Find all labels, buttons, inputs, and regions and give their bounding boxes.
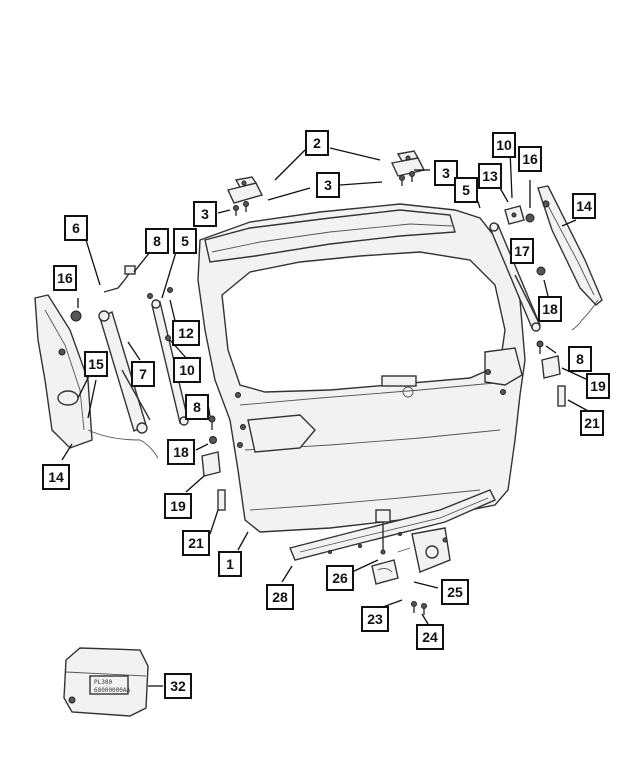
left-power-strut bbox=[151, 299, 189, 426]
callout-32: 32 bbox=[164, 673, 192, 699]
left-wedge bbox=[201, 451, 221, 477]
right-power-strut bbox=[489, 222, 541, 332]
right-ball-stud bbox=[536, 340, 544, 354]
callout-6: 6 bbox=[64, 215, 88, 241]
hinge-right bbox=[390, 150, 426, 177]
release-switch bbox=[375, 509, 391, 555]
left-fasteners bbox=[147, 287, 173, 341]
callout-18-right: 18 bbox=[538, 296, 562, 322]
callout-1: 1 bbox=[218, 551, 242, 577]
right-striker bbox=[557, 385, 566, 407]
callout-14-right: 14 bbox=[572, 193, 596, 219]
callout-8-left: 8 bbox=[185, 394, 209, 420]
callout-21-left: 21 bbox=[182, 530, 210, 556]
callout-23: 23 bbox=[361, 606, 389, 632]
callout-24: 24 bbox=[416, 624, 444, 650]
left-bumper bbox=[209, 436, 217, 444]
left-striker bbox=[217, 489, 226, 511]
liftgate-latch bbox=[397, 527, 451, 573]
right-wedge bbox=[541, 355, 561, 379]
callout-5-right: 5 bbox=[454, 177, 478, 203]
right-bracket bbox=[504, 205, 525, 225]
callout-10-right: 10 bbox=[492, 132, 516, 158]
callout-8-right: 8 bbox=[568, 346, 592, 372]
callout-19-left: 19 bbox=[164, 493, 192, 519]
liftgate-striker bbox=[371, 559, 399, 585]
callout-19-right: 19 bbox=[586, 373, 610, 399]
left-ball-stud bbox=[208, 415, 216, 430]
license-applique bbox=[289, 489, 496, 561]
callout-21-right: 21 bbox=[580, 410, 604, 436]
right-pillar-trim bbox=[537, 185, 603, 331]
callout-15: 15 bbox=[84, 351, 108, 377]
callout-28: 28 bbox=[266, 584, 294, 610]
striker-bolts bbox=[411, 601, 427, 615]
callout-3-right: 3 bbox=[434, 160, 458, 186]
left-plug bbox=[70, 310, 82, 322]
callout-2: 2 bbox=[305, 130, 329, 156]
callout-16-left: 16 bbox=[53, 265, 77, 291]
callout-3-left: 3 bbox=[193, 201, 217, 227]
hinge-bolts bbox=[233, 171, 415, 216]
callout-16-right: 16 bbox=[518, 146, 542, 172]
leader-lines bbox=[61, 147, 591, 687]
callout-10-left: 10 bbox=[173, 357, 201, 383]
right-bumper bbox=[536, 266, 546, 276]
callout-25: 25 bbox=[441, 579, 469, 605]
callout-13: 13 bbox=[478, 163, 502, 189]
callout-5-left: 5 bbox=[173, 228, 197, 254]
callout-26: 26 bbox=[326, 565, 354, 591]
module-label-line1: PL300 bbox=[94, 679, 112, 686]
left-gas-strut bbox=[98, 310, 151, 434]
control-module: PL300 68000000AA bbox=[63, 647, 149, 717]
callout-17: 17 bbox=[510, 238, 534, 264]
callout-14-left: 14 bbox=[42, 464, 70, 490]
left-wiring bbox=[103, 265, 136, 293]
callout-18-left: 18 bbox=[167, 439, 195, 465]
liftgate-panel bbox=[197, 203, 526, 533]
module-label-line2: 68000000AA bbox=[94, 687, 131, 694]
callout-7: 7 bbox=[131, 361, 155, 387]
callout-12: 12 bbox=[172, 320, 200, 346]
callout-3-center: 3 bbox=[316, 172, 340, 198]
hinge-left bbox=[227, 176, 264, 204]
right-plug bbox=[525, 213, 535, 223]
callout-8-left-top: 8 bbox=[145, 228, 169, 254]
